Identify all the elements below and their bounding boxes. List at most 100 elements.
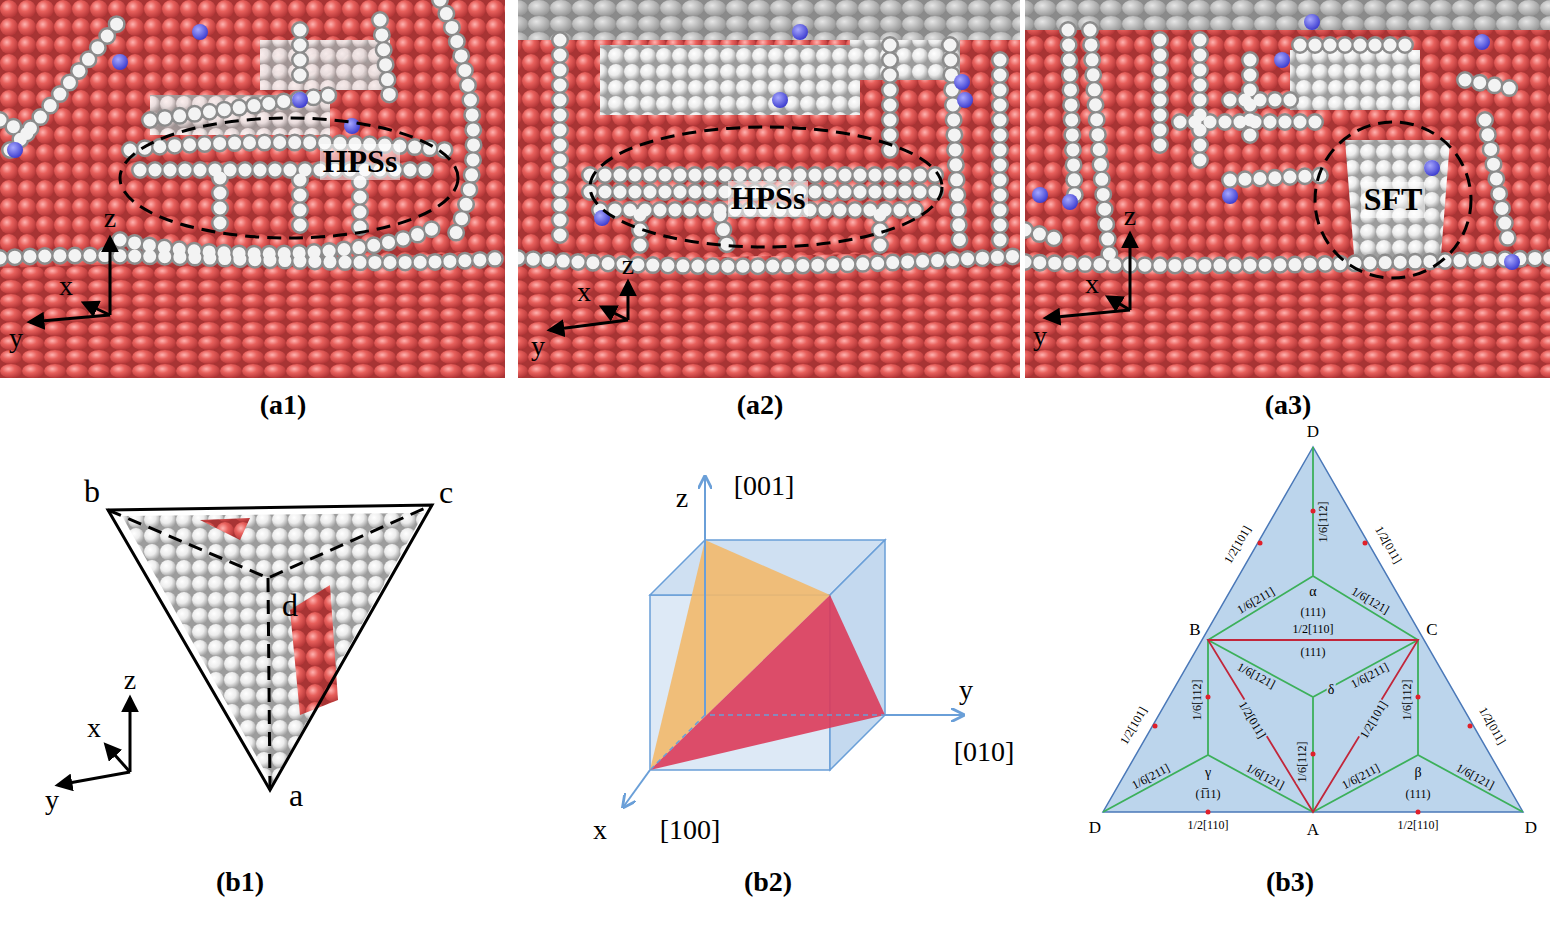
dashed-ellipse-line <box>120 118 458 238</box>
dashed-ellipse-line <box>590 127 942 247</box>
panel-label: (b3) <box>1266 867 1314 898</box>
crystal-label: δ <box>1327 682 1336 697</box>
art-use <box>0 0 505 263</box>
art-polygon <box>1025 255 1550 378</box>
art-circle <box>1206 810 1211 815</box>
art-circle <box>1153 724 1158 729</box>
crystal-label: D <box>1525 819 1537 838</box>
art-line <box>1108 297 1130 310</box>
art-circle <box>957 92 973 108</box>
art-g <box>1153 509 1473 815</box>
crystal-label: 1/2[110] <box>1292 623 1335 636</box>
art-rect <box>1025 0 1550 378</box>
panel-label: a <box>289 778 303 813</box>
art-circle <box>1363 541 1368 546</box>
panel-label: x <box>87 713 101 744</box>
art-circle <box>7 142 23 158</box>
dashed-ellipse: HPSs <box>588 125 944 249</box>
art-circle <box>772 92 788 108</box>
art-line <box>1046 310 1130 318</box>
art-line <box>129 698 132 772</box>
art-line <box>84 303 110 315</box>
art-circle <box>1424 160 1440 176</box>
panel-label: x <box>577 277 591 308</box>
art-circle <box>1062 194 1078 210</box>
art-line <box>109 238 112 315</box>
crystal-label: 1/2[110] <box>1187 819 1230 832</box>
panel-label: x <box>593 815 607 846</box>
ellipse-outline <box>118 116 460 240</box>
crystal-label: D <box>1307 423 1319 442</box>
art-circle <box>1416 695 1421 700</box>
panel-label: [010] <box>954 737 1015 768</box>
panel-label: y <box>531 331 545 362</box>
panel-label: (b2) <box>744 867 792 898</box>
panel-label: (a2) <box>737 390 784 421</box>
art-circle <box>1311 752 1316 757</box>
crystal-label: (1̅11) <box>1194 788 1221 801</box>
art-circle <box>792 24 808 40</box>
art-rect <box>1290 50 1420 110</box>
dashed-ellipse: HPSs <box>118 116 460 240</box>
art-line <box>1129 234 1132 310</box>
art-circle <box>1032 187 1048 203</box>
crystal-label: 1/6[112] <box>1401 679 1414 722</box>
art-path <box>1208 447 1418 640</box>
crystal-label: 1/6[112] <box>1191 679 1204 722</box>
art-rect <box>260 40 390 90</box>
crystal-label: (111) <box>1299 606 1326 619</box>
crystal-label: 1/6[112] <box>1317 501 1330 544</box>
art-polygon <box>1345 140 1450 268</box>
art-use <box>1025 30 1550 265</box>
art-rect <box>518 0 1020 40</box>
panel-label: (a3) <box>1265 390 1312 421</box>
art-use <box>518 40 1020 266</box>
art-polygon <box>1103 447 1523 812</box>
art-circle <box>1274 52 1290 68</box>
crystal-label: C <box>1426 621 1437 640</box>
panel-label: (b1) <box>216 867 264 898</box>
panel-label: z <box>622 250 634 281</box>
cube-b2 <box>624 478 962 806</box>
dashed-ellipse-line <box>1315 122 1471 278</box>
art-circle <box>1206 695 1211 700</box>
art-use <box>518 40 1020 266</box>
tetrahedron-b1 <box>108 505 432 790</box>
art-circle <box>1504 254 1520 270</box>
panel-a2-art <box>518 0 1020 378</box>
art-circle <box>192 24 208 40</box>
art-polygon <box>650 595 885 770</box>
art-use <box>1025 30 1550 265</box>
panel-label: [100] <box>660 815 721 846</box>
crystal-label: γ <box>1204 765 1212 780</box>
crystal-label: 1/6[112] <box>1296 741 1309 784</box>
art-polygon <box>200 518 250 540</box>
art-rect <box>600 45 860 115</box>
panel-a3-art <box>1025 0 1550 378</box>
panel-label: z <box>104 203 116 234</box>
art-line <box>550 320 628 330</box>
art-circle <box>1222 188 1238 204</box>
crystal-label: β <box>1413 765 1422 780</box>
crystal-label: (111) <box>1404 788 1431 801</box>
art-circle <box>1258 541 1263 546</box>
art-rect <box>1025 0 1550 30</box>
art-circle <box>1304 14 1320 30</box>
crystal-label: (111) <box>1299 646 1326 659</box>
art-line <box>58 772 130 785</box>
art-path <box>1313 640 1523 812</box>
art-line <box>602 307 628 320</box>
panel-label: z <box>124 665 136 696</box>
thompson-net-b3 <box>1103 447 1523 815</box>
panel-label: z <box>1124 201 1136 232</box>
art-circle <box>954 74 970 90</box>
art-rect <box>518 0 1020 378</box>
panel-label: z <box>676 483 688 514</box>
panel-a1-art <box>0 0 505 378</box>
art-line <box>106 745 130 772</box>
art-path <box>1103 640 1313 812</box>
panel-label: c <box>439 475 453 510</box>
crystal-label: D <box>1089 819 1101 838</box>
art-polygon <box>0 252 505 378</box>
